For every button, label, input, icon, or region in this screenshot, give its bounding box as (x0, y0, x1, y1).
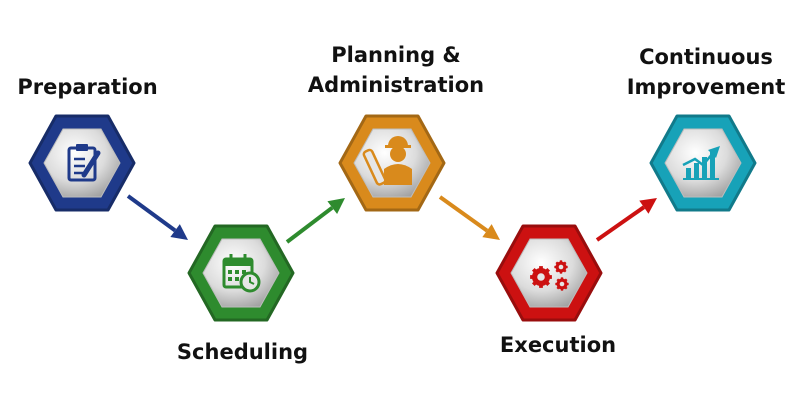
calendar-clock-icon (222, 254, 261, 293)
step-node (28, 114, 136, 212)
step-label-continuous-improvement: Continuous Improvement (616, 42, 796, 102)
arrowhead (482, 224, 500, 240)
clipboard-pencil-icon (67, 144, 101, 182)
label-line: Continuous (639, 45, 773, 69)
label-line: Preparation (17, 75, 158, 99)
step-label-scheduling: Scheduling (170, 337, 315, 367)
label-line: Execution (499, 333, 617, 357)
arrow-shaft (285, 206, 334, 244)
step-label-planning-administration: Planning & Administration (296, 40, 496, 100)
hexagon-inner (43, 128, 121, 198)
step-node (338, 114, 446, 212)
arrowhead (639, 198, 657, 214)
step-node (495, 224, 603, 322)
step-label-execution: Execution (492, 330, 624, 360)
label-line: Improvement (626, 75, 786, 99)
growth-chart-icon (682, 146, 720, 180)
arrow-shaft (438, 195, 489, 233)
step-label-preparation: Preparation (10, 72, 165, 102)
arrow-shaft (126, 194, 177, 233)
flow-arrow (595, 198, 657, 242)
gears-icon (530, 260, 569, 291)
engineer-blueprint-icon (362, 136, 412, 186)
arrows-layer (126, 194, 657, 244)
arrowhead (170, 224, 188, 240)
flow-arrow (285, 198, 345, 244)
arrowhead (327, 198, 345, 215)
label-line: Planning & (331, 43, 461, 67)
arrow-shaft (595, 205, 646, 242)
label-line: Administration (307, 73, 485, 97)
step-node (649, 114, 757, 212)
step-node (187, 224, 295, 322)
flow-arrow (438, 195, 500, 240)
nodes-layer (28, 114, 757, 322)
flow-arrow (126, 194, 188, 240)
hexagon-inner (202, 238, 280, 308)
label-line: Scheduling (176, 340, 309, 364)
